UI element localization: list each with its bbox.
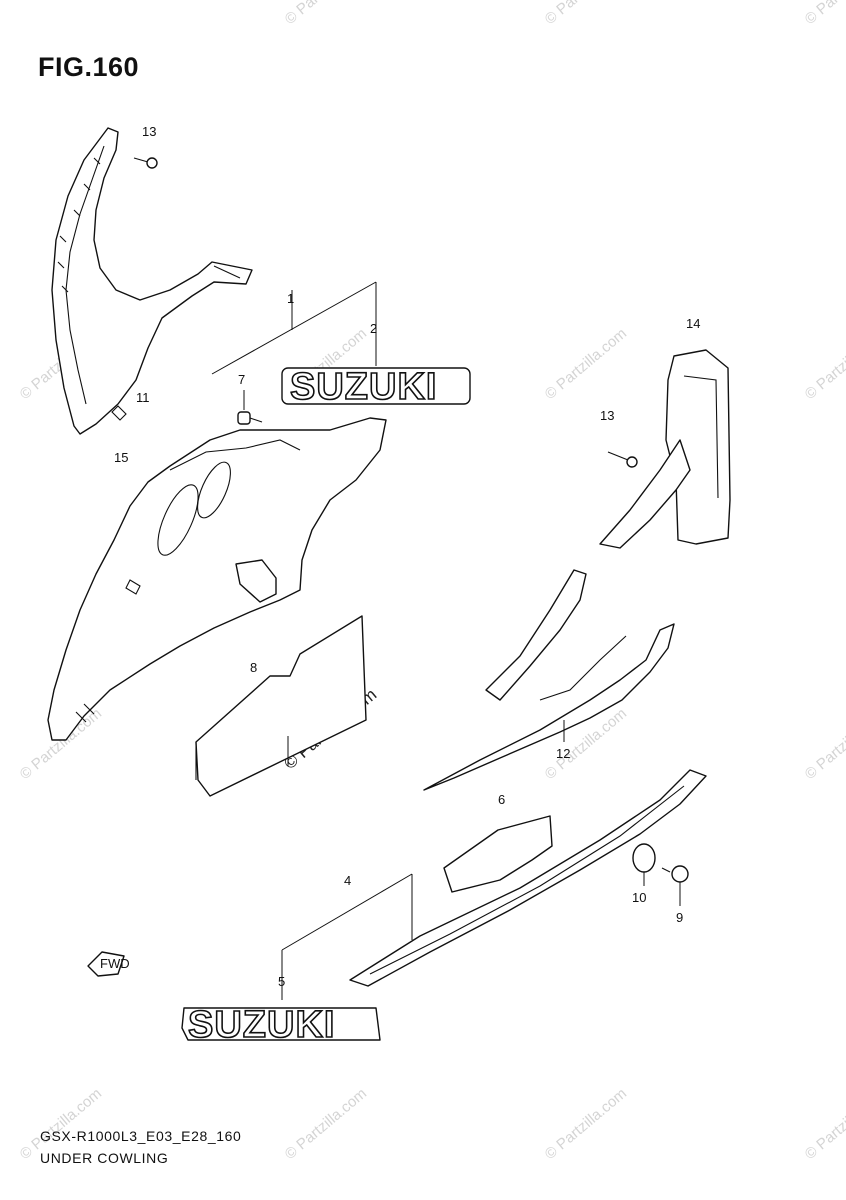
watermark-text: © Partzilla.com — [802, 705, 846, 783]
part-label: 7 — [238, 372, 245, 387]
fwd-arrow: FWD — [87, 951, 130, 977]
part-4-under-cover — [349, 769, 707, 987]
fwd-label: FWD — [100, 956, 130, 971]
part-15-upper-cowling — [51, 127, 253, 435]
model-code: GSX-R1000L3_E03_E28_160 — [40, 1128, 242, 1144]
part-label: 12 — [556, 746, 570, 761]
part-label: 15 — [114, 450, 128, 465]
watermark-text: © Partzilla.com — [542, 325, 630, 403]
part-label: 10 — [632, 890, 646, 905]
part-label: 2 — [370, 321, 377, 336]
part-12-lower-cowling-right — [423, 439, 691, 791]
part-14-side-cover — [665, 349, 731, 545]
part-6-insulator — [443, 815, 553, 893]
part-label: 6 — [498, 792, 505, 807]
part-7-grommet — [237, 411, 263, 425]
part-9-bolt — [661, 865, 689, 883]
part-label: 8 — [250, 660, 257, 675]
part-label: 11 — [136, 390, 150, 405]
section-name: UNDER COWLING — [40, 1150, 169, 1166]
watermark-text: © Partzilla.com — [802, 1085, 846, 1163]
part-label: 13 — [142, 124, 156, 139]
part-label: 4 — [344, 873, 351, 888]
part-label: 1 — [287, 291, 294, 306]
decal-upper-suzuki: SUZUKI — [281, 365, 471, 409]
part-label: 13 — [600, 408, 614, 423]
decal-upper-logo-text: SUZUKI — [290, 366, 437, 408]
watermark-text: © Partzilla.com — [542, 1085, 630, 1163]
watermark-text: © Partzilla.com — [802, 325, 846, 403]
part-11-lower-cowling-left — [47, 417, 387, 741]
part-label: 14 — [686, 316, 700, 331]
watermark-text: © Partzilla.com — [282, 0, 370, 28]
watermark-text: © Partzilla.com — [802, 0, 846, 28]
part-13-screw-upper — [133, 157, 158, 169]
part-10-cushion — [632, 843, 656, 873]
figure-title: FIG.160 — [38, 52, 140, 82]
part-label: 9 — [676, 910, 683, 925]
leader-1-2 — [211, 281, 377, 375]
part-label: 5 — [278, 974, 285, 989]
decal-lower-suzuki: SUZUKI — [181, 1003, 381, 1047]
decal-lower-logo-text: SUZUKI — [188, 1004, 335, 1046]
part-labels: 1 2 4 5 6 7 8 9 10 11 12 13 13 14 15 — [114, 124, 700, 989]
part-8-insulator — [195, 559, 367, 797]
part-13-screw-right — [607, 451, 638, 468]
watermark-text: © Partzilla.com — [282, 1085, 370, 1163]
watermark-text: © Partzilla.com — [542, 0, 630, 28]
leader-4-5 — [281, 873, 413, 1000]
